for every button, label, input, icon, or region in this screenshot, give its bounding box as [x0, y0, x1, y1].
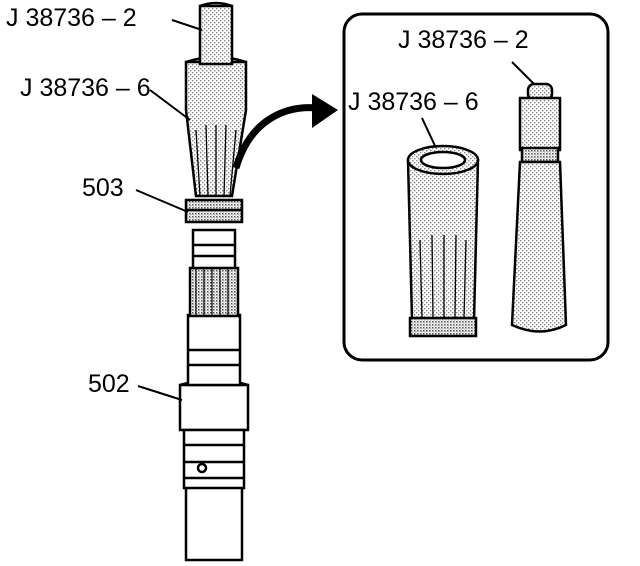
label-top-tool-inset: J 38736 – 2 [398, 26, 529, 54]
shaft-grooved-body [182, 428, 246, 490]
leader-lines-inset [421, 61, 535, 149]
inset-sleeve [406, 144, 480, 338]
main-assembly [178, 1, 250, 562]
arrow-head-icon [312, 94, 338, 128]
label-shaft: 502 [88, 370, 130, 398]
label-sleeve-main: J 38736 – 6 [20, 74, 151, 102]
label-top-tool-main: J 38736 – 2 [6, 4, 137, 32]
shaft-hole [196, 462, 208, 474]
shaft-splines [188, 266, 240, 318]
callout-arrow [232, 104, 319, 170]
shaft-collar [178, 383, 250, 432]
label-seal: 503 [82, 174, 124, 202]
top-tool [198, 4, 234, 66]
shaft-upper-step [191, 228, 237, 270]
leader-lines-main [135, 19, 203, 401]
label-sleeve-inset: J 38736 – 6 [348, 88, 479, 116]
inset-top-tool [510, 82, 568, 333]
